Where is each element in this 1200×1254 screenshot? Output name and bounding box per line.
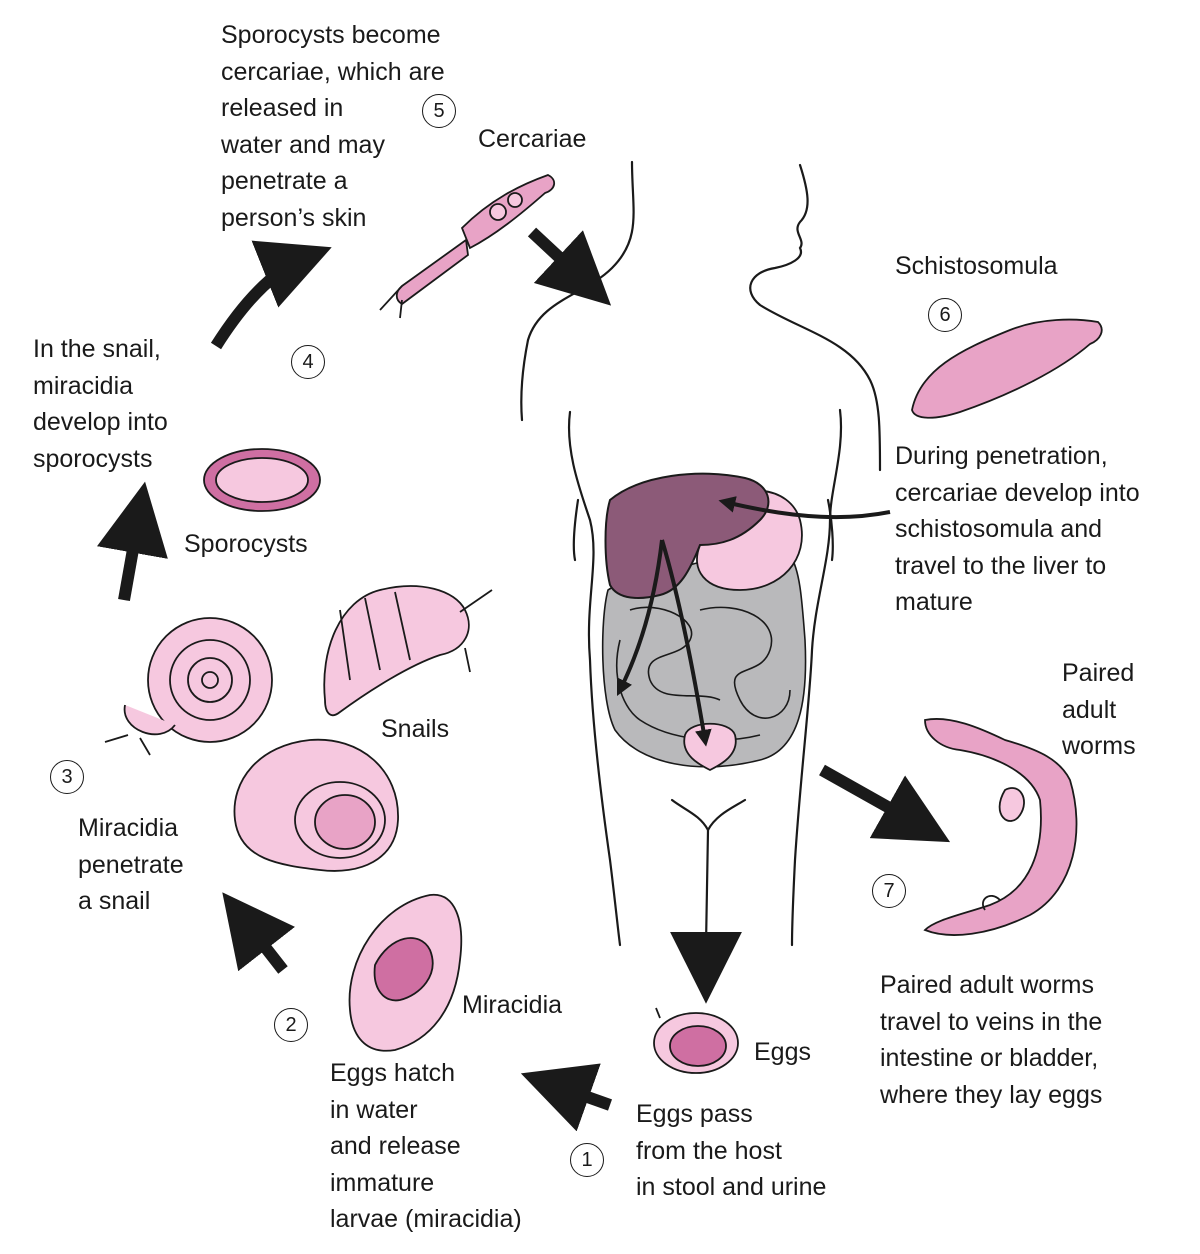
human-body-outline: [520, 160, 882, 947]
label-eggs-pass: Eggs pass from the host in stool and uri…: [636, 1100, 827, 1201]
label-paired-adult-worms: Paired adult worms: [1062, 659, 1136, 760]
label-schistosomula-description: During penetration, cercariae develop in…: [895, 442, 1140, 616]
adult-worms-illustration: [923, 718, 1078, 936]
miracidium-illustration: [348, 894, 463, 1052]
step-number-2: 2: [274, 1008, 308, 1042]
cercaria-illustration: [379, 174, 555, 319]
label-cercariae-description: Sporocysts become cercariae, which are r…: [221, 21, 445, 232]
step-number-6: 6: [928, 298, 962, 332]
schistosomulum-illustration: [911, 318, 1103, 419]
step-number-3: 3: [50, 760, 84, 794]
label-paired-adult-description: Paired adult worms travel to veins in th…: [880, 971, 1103, 1109]
label-miracidia: Miracidia: [462, 991, 563, 1019]
arrow-cercariae-to-host: [527, 227, 612, 306]
label-snails: Snails: [381, 715, 450, 743]
label-schistosomula: Schistosomula: [895, 252, 1058, 280]
label-cercariae: Cercariae: [478, 125, 587, 153]
step-number-5: 5: [422, 94, 456, 128]
internal-arrows: [616, 496, 891, 747]
arrow-sporocysts-to-cercariae: [210, 240, 332, 350]
snail-illustrations: [104, 585, 493, 872]
arrow-host-to-adult-worms: [819, 764, 951, 843]
snail-planorbid: [104, 617, 273, 756]
label-eggs-hatch: Eggs hatch in water and release immature…: [330, 1059, 522, 1233]
sporocyst-illustration: [203, 448, 321, 512]
snail-oncomelania: [323, 585, 493, 717]
snail-bulinus: [233, 738, 399, 872]
arrow-snail-to-sporocysts: [96, 481, 168, 602]
cycle-arrows: [96, 227, 951, 1132]
intestines: [601, 550, 807, 768]
label-eggs: Eggs: [754, 1038, 811, 1066]
step-number-4: 4: [291, 345, 325, 379]
arrow-eggs-to-miracidia: [520, 1063, 613, 1132]
label-snail-description: In the snail, miracidia develop into spo…: [33, 335, 168, 473]
step-number-7: 7: [872, 874, 906, 908]
arrow-miracidia-to-snail: [222, 892, 295, 974]
label-sporocysts: Sporocysts: [184, 530, 308, 558]
egg-illustration: [653, 1007, 739, 1074]
label-miracidia-penetrate: Miracidia penetrate a snail: [78, 814, 184, 915]
step-number-1: 1: [570, 1143, 604, 1177]
